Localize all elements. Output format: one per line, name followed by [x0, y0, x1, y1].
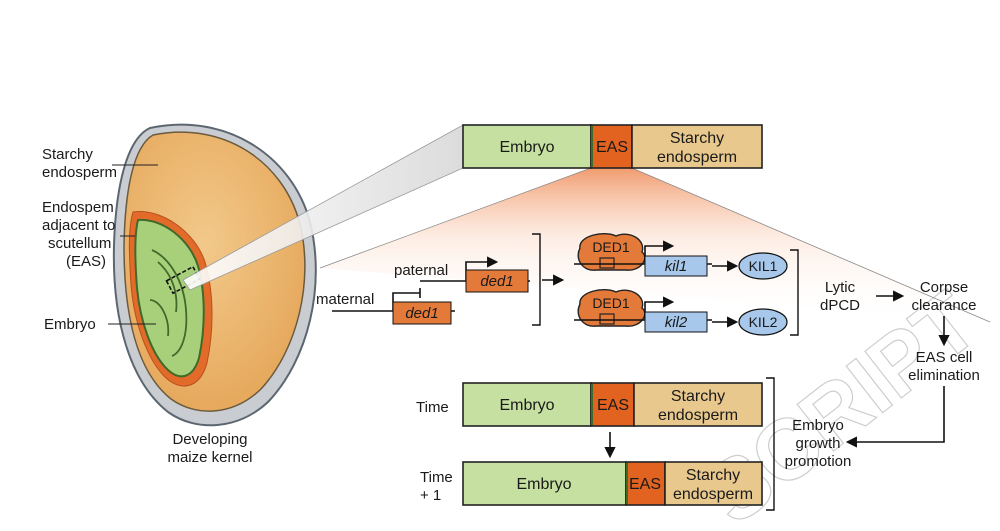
top-bar: Embryo EAS Starchy endosperm — [462, 124, 763, 169]
time-starchy-1: Starchy — [671, 388, 725, 405]
kil1-protein — [738, 252, 788, 280]
svg-text:DED1: DED1 — [592, 295, 630, 311]
caption-2: maize kernel — [167, 449, 252, 466]
time1-embryo: Embryo — [516, 476, 571, 493]
top-eas-label: EAS — [596, 139, 628, 156]
top-embryo-label: Embryo — [499, 139, 554, 156]
caption-1: Developing — [172, 431, 247, 448]
ded1-gene-paternal: ded1 — [480, 273, 513, 290]
svg-text:KIL2: KIL2 — [749, 314, 778, 330]
kernel-labels: Starchy endosperm Endospem adjacent to s… — [42, 146, 253, 466]
top-starchy-1: Starchy — [670, 130, 724, 147]
embryo-axis — [149, 249, 188, 357]
label-starchy-1: Starchy — [42, 146, 93, 163]
eas-elim-1: EAS cell — [916, 349, 973, 366]
label-eas-4: (EAS) — [66, 253, 106, 270]
ded1-gene-maternal: ded1 — [405, 305, 438, 322]
genetic-pathway: paternal ded1 maternal ded1 DED1 kil1 KI… — [316, 232, 980, 470]
time-eas: EAS — [597, 397, 629, 414]
lytic-2: dPCD — [820, 297, 860, 314]
label-starchy-2: endosperm — [42, 164, 117, 181]
time1-starchy-2: endosperm — [673, 486, 753, 503]
embryo-region — [134, 218, 205, 378]
svg-text:DED1: DED1 — [592, 239, 630, 255]
embryo-growth-1: Embryo — [792, 417, 844, 434]
time1-eas: EAS — [629, 476, 661, 493]
kil2-protein — [738, 308, 788, 336]
embryo-growth-3: promotion — [785, 453, 852, 470]
top-starchy-2: endosperm — [657, 149, 737, 166]
time-embryo: Embryo — [499, 397, 554, 414]
time1-starchy-1: Starchy — [686, 467, 740, 484]
timeline: Time Embryo EAS Starchy endosperm Time +… — [416, 377, 775, 511]
corpse-2: clearance — [911, 297, 976, 314]
ded1-protein-1 — [577, 232, 646, 271]
corpse-1: Corpse — [920, 279, 968, 296]
time1-label-2: + 1 — [420, 487, 441, 504]
label-eas-3: scutellum — [48, 235, 111, 252]
kil1-gene: kil1 — [665, 258, 688, 275]
time1-label-1: Time — [420, 469, 453, 486]
ded1-protein-2 — [577, 288, 646, 327]
paternal-label: paternal — [394, 262, 448, 279]
label-embryo: Embryo — [44, 316, 96, 333]
fan-gradient — [320, 168, 990, 322]
embryo-growth-2: growth — [795, 435, 840, 452]
kil2-gene: kil2 — [665, 314, 688, 331]
time-label: Time — [416, 399, 449, 416]
maternal-label: maternal — [316, 291, 374, 308]
svg-text:KIL1: KIL1 — [749, 258, 778, 274]
eas-elim-2: elimination — [908, 367, 980, 384]
time-starchy-2: endosperm — [658, 407, 738, 424]
label-eas-1: Endospem — [42, 199, 114, 216]
label-eas-2: adjacent to — [42, 217, 115, 234]
lytic-1: Lytic — [825, 279, 856, 296]
